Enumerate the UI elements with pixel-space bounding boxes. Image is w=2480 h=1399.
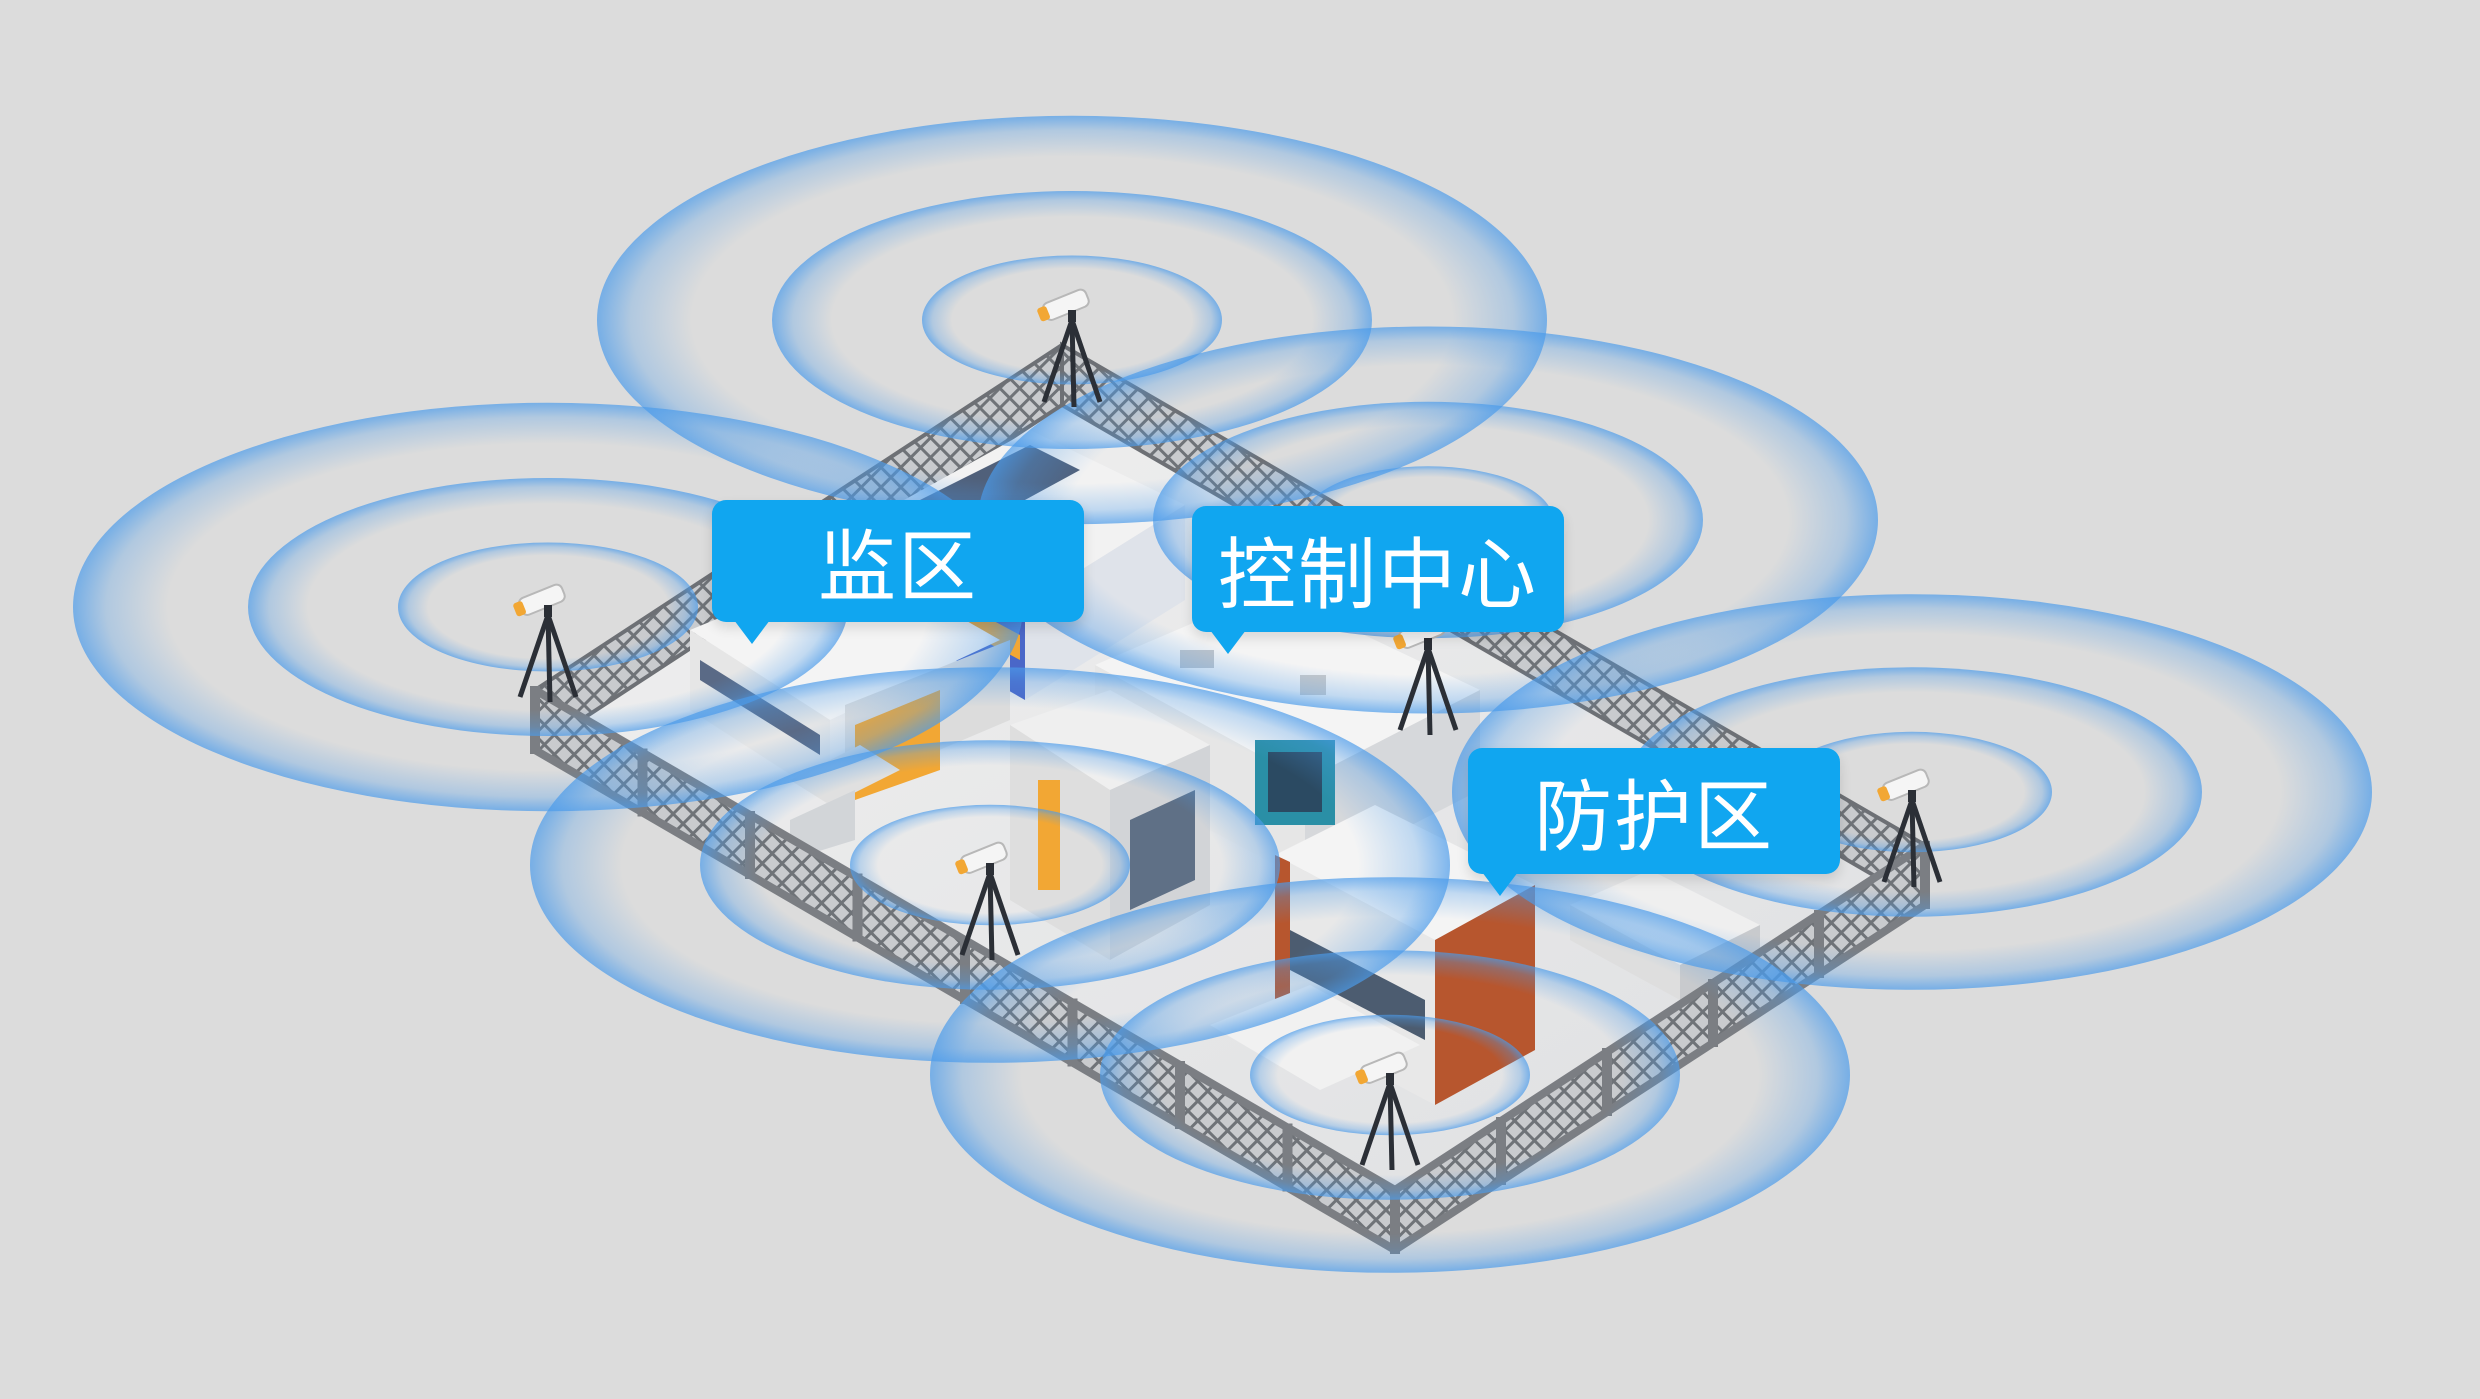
callout-pointer bbox=[1210, 630, 1246, 654]
camera-tripod-icon bbox=[1355, 1051, 1421, 1171]
camera-tripod-icon bbox=[1037, 288, 1103, 408]
callout-pointer bbox=[1482, 872, 1518, 896]
callout-pointer bbox=[734, 620, 770, 644]
callout-monitor-zone-label: 监区 bbox=[817, 523, 978, 613]
camera-tripod-icon bbox=[513, 583, 579, 703]
camera-tripod-icon bbox=[955, 841, 1021, 961]
callout-control-center: 控制中心 bbox=[1192, 506, 1564, 654]
callout-protection-zone: 防护区 bbox=[1468, 748, 1840, 896]
sensor-group bbox=[513, 288, 1943, 1171]
callout-monitor-zone: 监区 bbox=[712, 500, 1084, 644]
callout-control-center-label: 控制中心 bbox=[1217, 531, 1538, 621]
callout-protection-zone-label: 防护区 bbox=[1533, 773, 1774, 863]
camera-tripod-icon bbox=[1877, 768, 1943, 888]
